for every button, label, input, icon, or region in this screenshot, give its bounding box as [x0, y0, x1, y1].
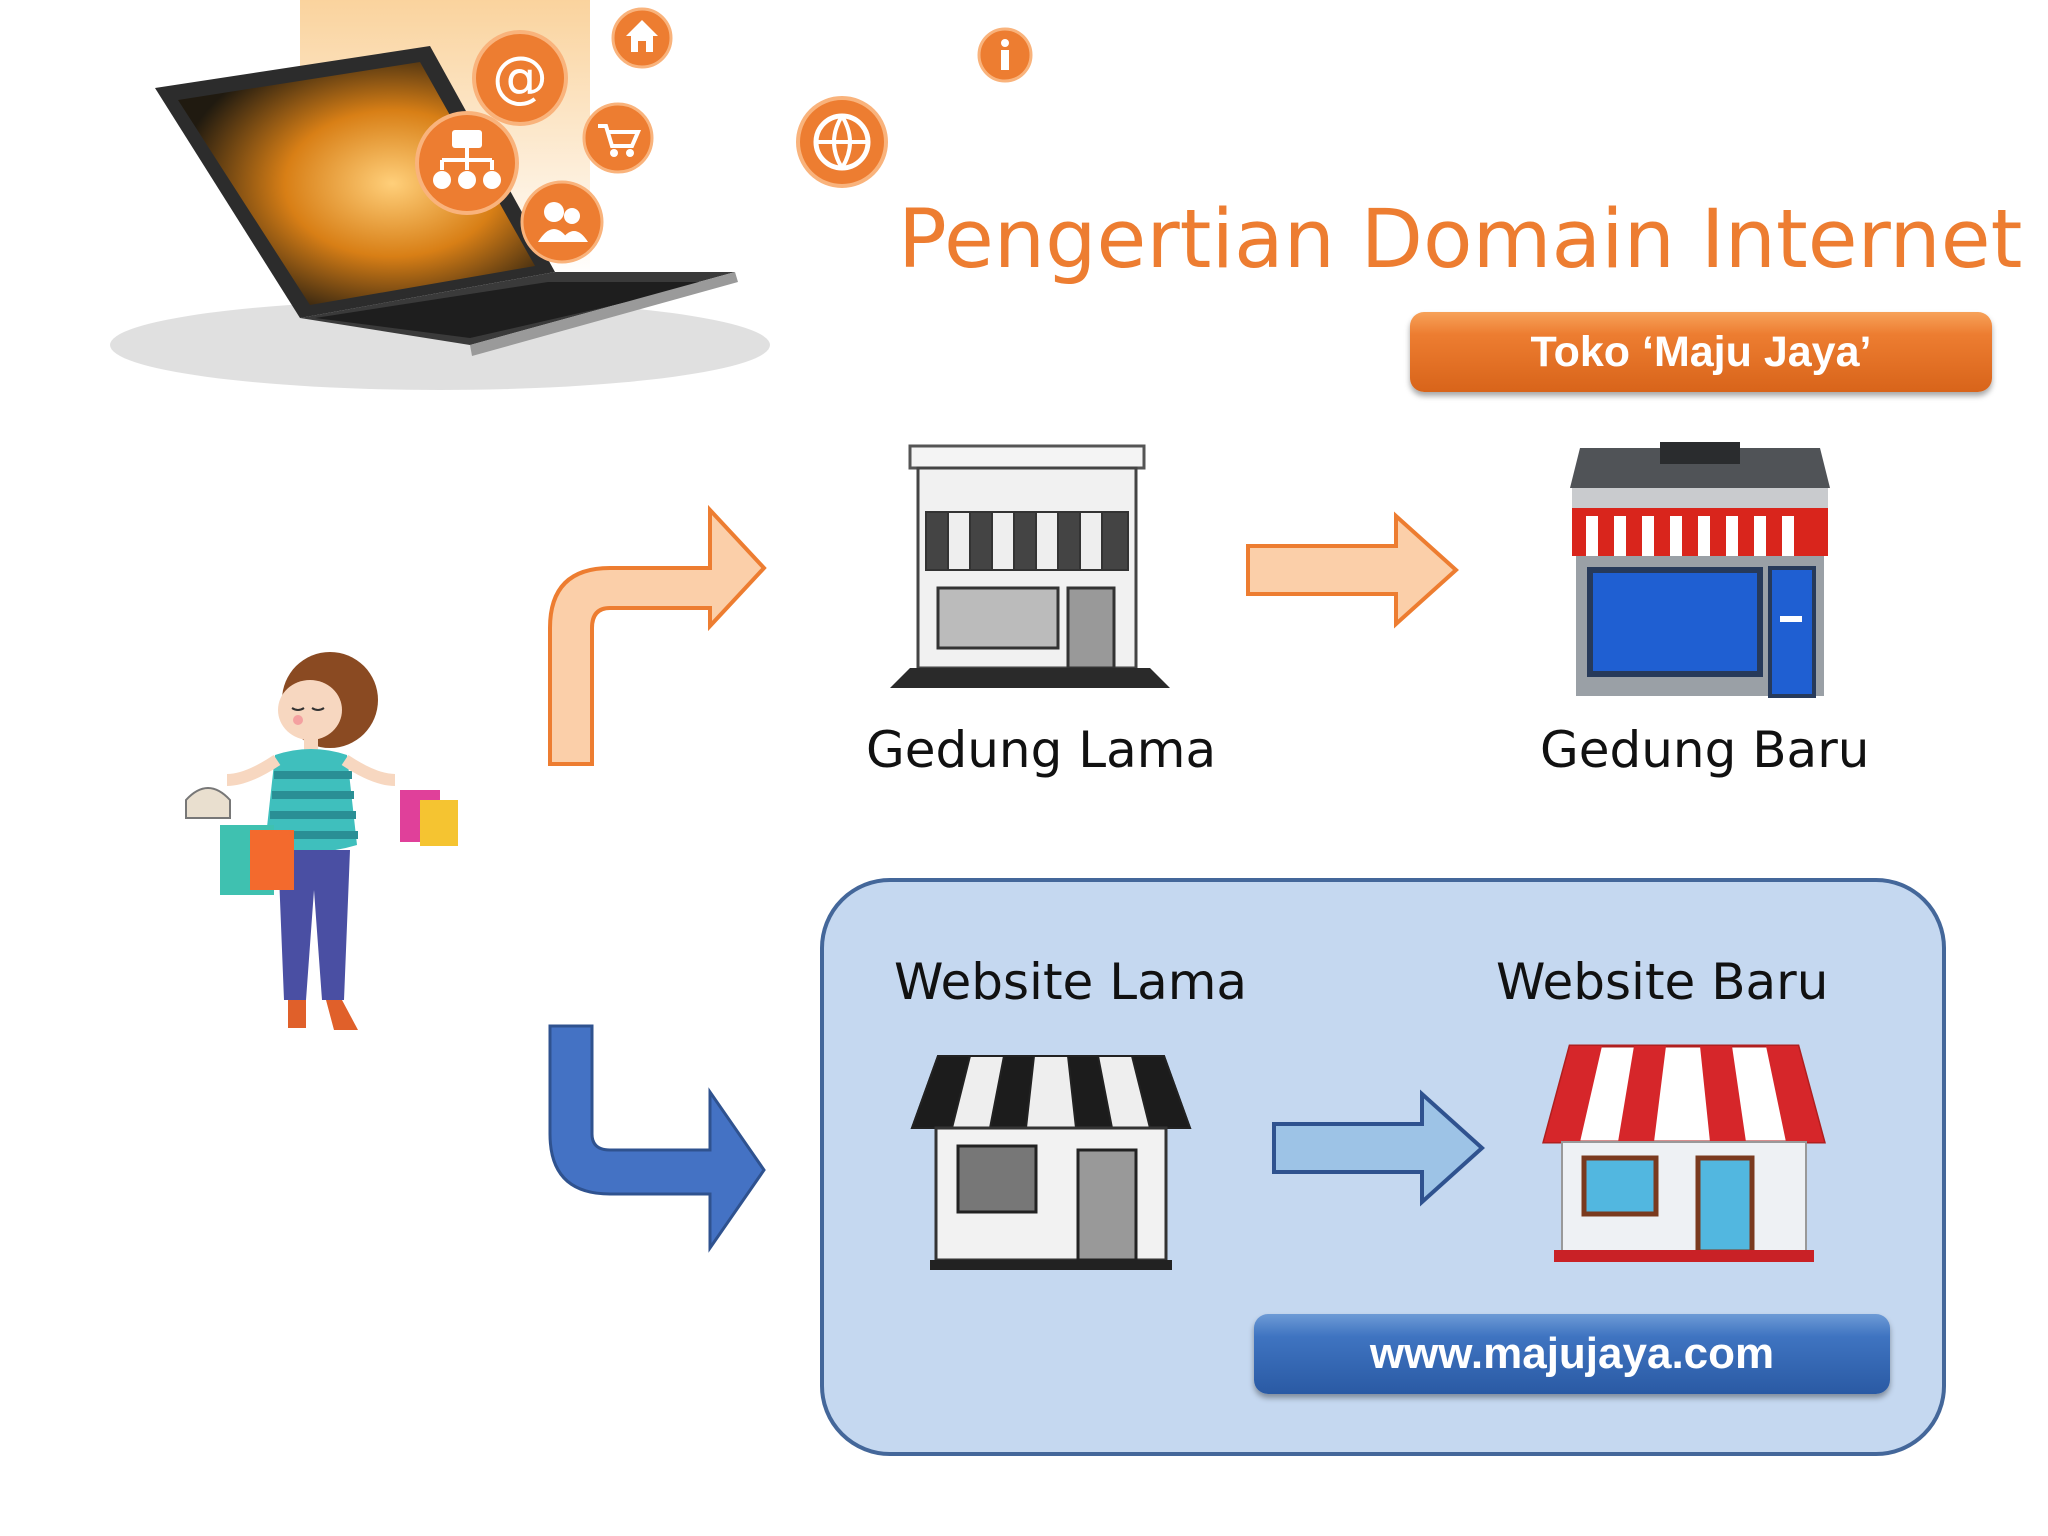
new-building-store-icon [1570, 442, 1830, 698]
store-name-badge: Toko ‘Maju Jaya’ [1410, 312, 1992, 392]
shopper-woman-illustration [185, 652, 458, 1030]
old-website-store-sketch-icon [910, 1055, 1192, 1270]
old-building-sketch-icon [890, 444, 1170, 688]
info-icon [977, 27, 1033, 83]
new-building-label: Gedung Baru [1540, 721, 1870, 779]
curved-arrow-down-blue [548, 1024, 766, 1253]
straight-arrow-orange [1246, 511, 1459, 629]
page-title: Pengertian Domain Internet [898, 193, 2023, 287]
old-website-label: Website Lama [894, 953, 1248, 1011]
new-website-label: Website Baru [1496, 953, 1829, 1011]
home-icon [611, 7, 673, 69]
domain-url-badge: www.majujaya.com [1254, 1314, 1890, 1394]
new-website-store-icon [1542, 1044, 1826, 1262]
globe-icon [796, 96, 888, 188]
at-icon: @ [472, 30, 568, 126]
curved-arrow-up-orange [548, 504, 767, 766]
users-icon [520, 180, 604, 264]
straight-arrow-blue [1272, 1089, 1485, 1207]
old-building-label: Gedung Lama [866, 721, 1217, 779]
network-icon [415, 111, 519, 215]
cart-icon [582, 102, 654, 174]
svg-text:@: @ [492, 45, 548, 110]
